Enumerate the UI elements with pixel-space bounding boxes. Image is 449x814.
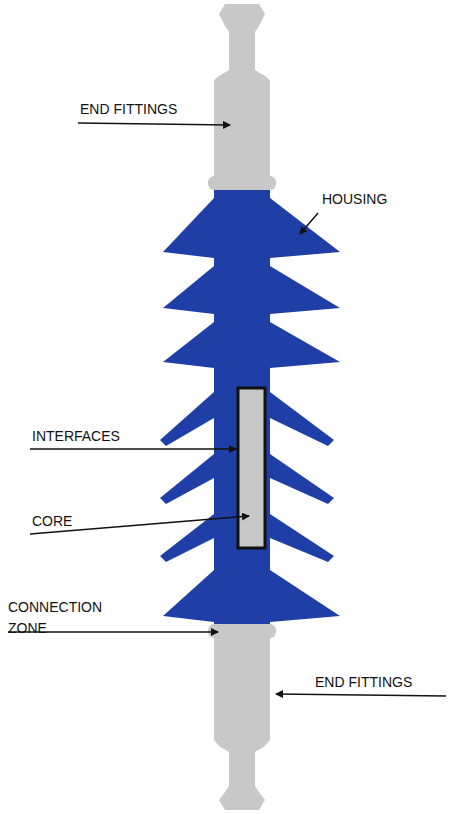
core xyxy=(238,388,265,548)
part-label: CONNECTION ZONE xyxy=(8,597,118,639)
leader-lines xyxy=(8,123,446,696)
part-label: HOUSING xyxy=(322,189,387,210)
part-label: INTERFACES xyxy=(32,426,120,447)
part-label: END FITTINGS xyxy=(80,99,177,120)
part-label: END FITTINGS xyxy=(315,672,412,693)
part-label: CORE xyxy=(32,511,72,532)
end-fitting-top xyxy=(208,4,276,190)
end-fitting-bottom xyxy=(208,624,276,810)
housing xyxy=(160,190,340,625)
